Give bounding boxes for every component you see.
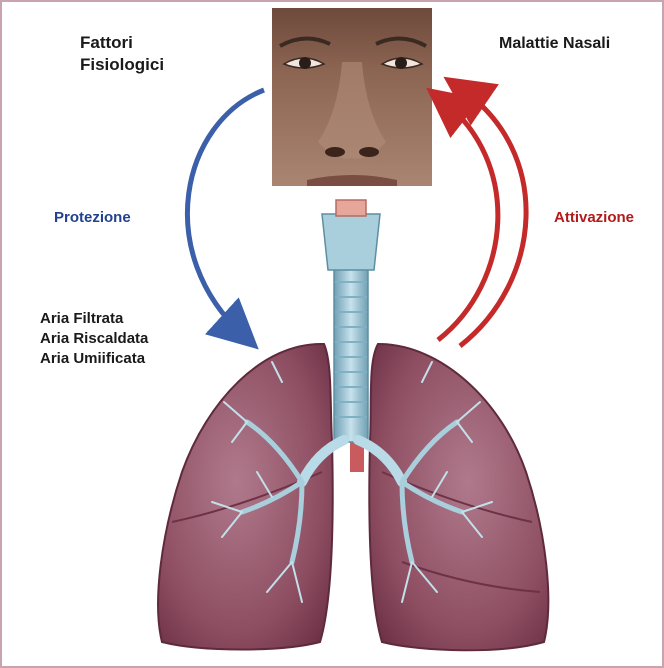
air-benefits-list: Aria Filtrata Aria Riscaldata Aria Umiif… <box>40 309 148 369</box>
attivazione-arrow-outer <box>438 100 498 340</box>
attivazione-label: Attivazione <box>554 209 634 226</box>
protezione-label: Protezione <box>54 209 131 226</box>
benefit-filtrata: Aria Filtrata <box>40 309 148 329</box>
benefit-umidificata: Aria Umiificata <box>40 349 148 369</box>
fattori-fisiologici-label: Fattori Fisiologici <box>80 32 164 76</box>
benefit-riscaldata: Aria Riscaldata <box>40 329 148 349</box>
fattori-line-1: Fattori <box>80 32 164 54</box>
malattie-nasali-label: Malattie Nasali <box>499 35 610 53</box>
fattori-line-2: Fisiologici <box>80 54 164 76</box>
nose-illustration <box>272 8 432 186</box>
protezione-arrow <box>187 90 264 336</box>
